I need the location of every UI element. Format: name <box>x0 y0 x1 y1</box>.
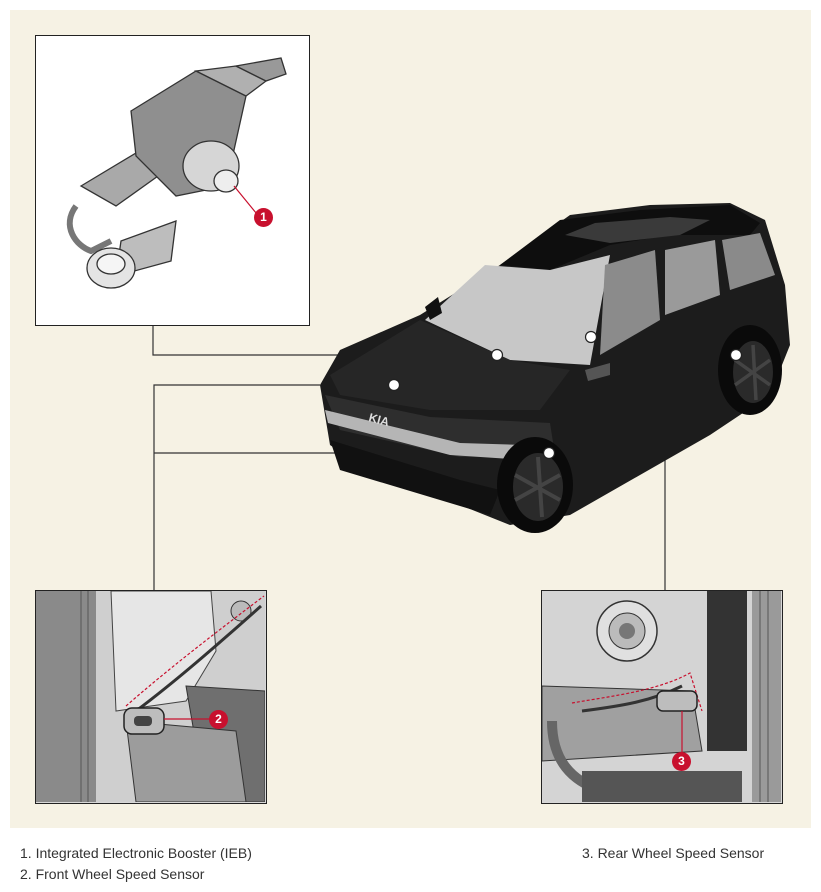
ieb-inset: 1 <box>35 35 310 326</box>
location-markers <box>387 330 743 460</box>
svg-text:KIA: KIA <box>367 410 391 429</box>
rear-sensor-location-marker-a <box>584 330 598 344</box>
vehicle-illustration: KIA <box>310 195 800 535</box>
callout-1-badge: 1 <box>254 208 273 227</box>
legend-right: 3. Rear Wheel Speed Sensor <box>582 843 764 864</box>
diagram-panel: KIA <box>10 10 811 828</box>
legend-item-ieb: 1. Integrated Electronic Booster (IEB) <box>20 845 252 861</box>
rear-sensor-inset: 3 <box>541 590 783 804</box>
callout-3-badge: 3 <box>672 752 691 771</box>
front-sensor-location-marker-a <box>387 378 401 392</box>
legend-item-rear-sensor: 3. Rear Wheel Speed Sensor <box>582 845 765 861</box>
front-sensor-inset: 2 <box>35 590 267 804</box>
legend-item-front-sensor: 2. Front Wheel Speed Sensor <box>20 866 205 882</box>
callout-2-badge: 2 <box>209 710 228 729</box>
ieb-location-marker <box>490 348 504 362</box>
front-sensor-location-marker-b <box>542 446 556 460</box>
rear-sensor-location-marker-b <box>729 348 743 362</box>
legend-left: 1. Integrated Electronic Booster (IEB) 2… <box>20 843 252 885</box>
